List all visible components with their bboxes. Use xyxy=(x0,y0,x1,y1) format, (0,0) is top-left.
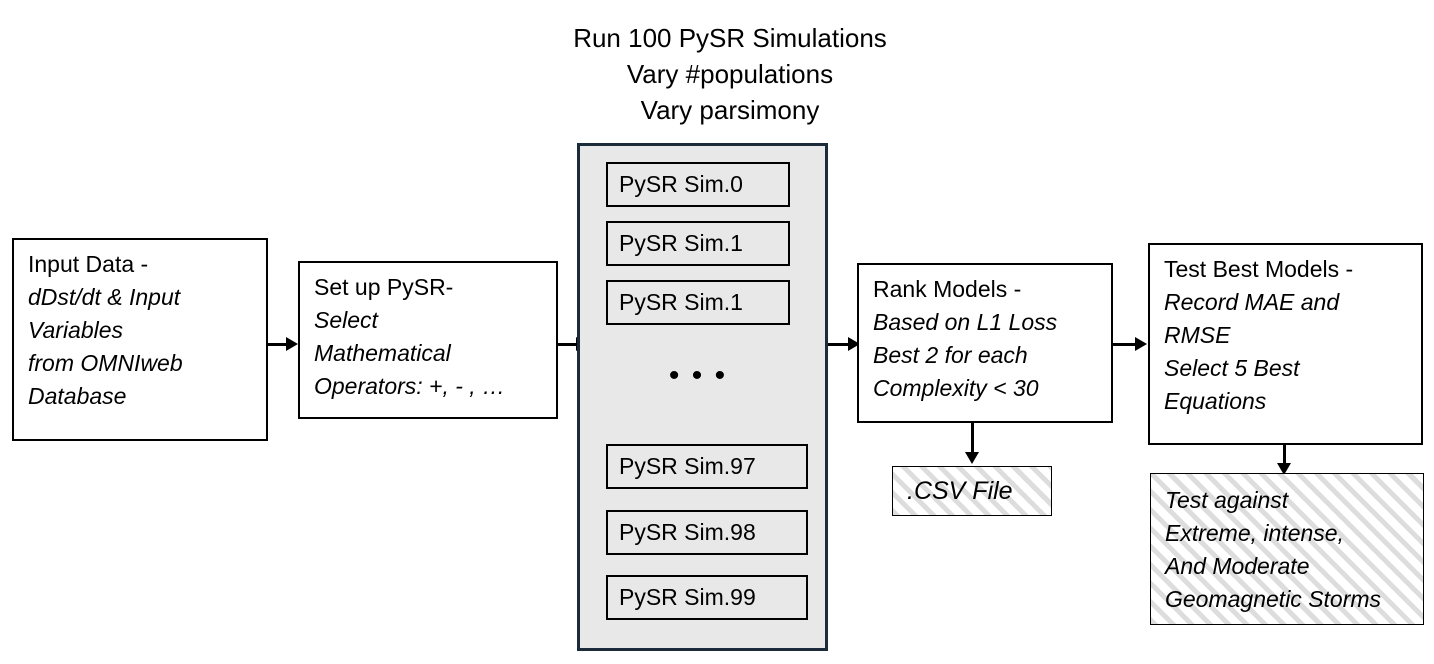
test-best-models-line-1: Record MAE and xyxy=(1164,289,1340,315)
csv-file-label: .CSV File xyxy=(907,476,1013,505)
test-best-models-line-4: Equations xyxy=(1164,388,1267,414)
setup-pysr-line-2: Mathematical xyxy=(314,340,451,366)
setup-pysr-box: Set up PySR- Select Mathematical Operato… xyxy=(298,261,558,419)
input-data-line-2: Variables xyxy=(28,317,124,343)
storm-test-box: Test against Extreme, intense, And Moder… xyxy=(1150,473,1424,625)
sim-box-98-label: PySR Sim.98 xyxy=(619,519,756,545)
arrow-rank-to-csv xyxy=(963,423,983,464)
test-best-models-line-2: RMSE xyxy=(1164,322,1231,348)
rank-models-line-1: Based on L1 Loss xyxy=(873,309,1058,335)
storm-test-line-2: Extreme, intense, xyxy=(1165,520,1344,546)
rank-models-heading: Rank Models - xyxy=(873,276,1022,302)
sim-box-97[interactable]: PySR Sim.97 xyxy=(606,444,808,489)
diagram-title: Run 100 PySR Simulations Vary #populatio… xyxy=(480,20,980,128)
csv-file-box: .CSV File xyxy=(892,466,1052,516)
simulations-ellipsis: • • • xyxy=(668,359,728,392)
storm-test-line-4: Geomagnetic Storms xyxy=(1165,586,1382,612)
setup-pysr-line-3: Operators: +, - , … xyxy=(314,373,506,399)
arrow-input-to-setup xyxy=(268,335,298,355)
sim-box-0-label: PySR Sim.0 xyxy=(619,171,743,197)
sim-box-2-label: PySR Sim.1 xyxy=(619,289,743,315)
arrow-rank-to-test xyxy=(1113,335,1147,355)
input-data-line-3: from OMNIweb xyxy=(28,350,183,376)
storm-test-line-1: Test against xyxy=(1165,487,1289,513)
storm-test-line-3: And Moderate xyxy=(1165,553,1310,579)
sim-box-99[interactable]: PySR Sim.99 xyxy=(606,575,808,620)
input-data-line-4: Database xyxy=(28,383,127,409)
input-data-heading: Input Data - xyxy=(28,251,149,277)
rank-models-box: Rank Models - Based on L1 Loss Best 2 fo… xyxy=(857,263,1113,423)
sim-box-1-label: PySR Sim.1 xyxy=(619,230,743,256)
input-data-line-1: dDst/dt & Input xyxy=(28,284,181,310)
test-best-models-heading: Test Best Models - xyxy=(1164,256,1354,282)
arrow-simulations-to-rank xyxy=(828,335,860,355)
sim-box-99-label: PySR Sim.99 xyxy=(619,584,756,610)
title-line-3: Vary parsimony xyxy=(640,95,820,125)
sim-box-98[interactable]: PySR Sim.98 xyxy=(606,510,808,555)
test-best-models-line-3: Select 5 Best xyxy=(1164,355,1300,381)
input-data-box: Input Data - dDst/dt & Input Variables f… xyxy=(12,238,268,441)
sim-box-1[interactable]: PySR Sim.1 xyxy=(606,221,790,266)
rank-models-line-2: Best 2 for each xyxy=(873,342,1028,368)
setup-pysr-heading: Set up PySR- xyxy=(314,274,454,300)
rank-models-line-3: Complexity < 30 xyxy=(873,375,1039,401)
arrow-test-to-storms xyxy=(1275,445,1295,475)
setup-pysr-line-1: Select xyxy=(314,307,378,333)
sim-box-97-label: PySR Sim.97 xyxy=(619,453,756,479)
sim-box-0[interactable]: PySR Sim.0 xyxy=(606,162,790,207)
title-line-1: Run 100 PySR Simulations xyxy=(573,23,887,53)
sim-box-2[interactable]: PySR Sim.1 xyxy=(606,280,790,325)
test-best-models-box: Test Best Models - Record MAE and RMSE S… xyxy=(1148,243,1423,445)
title-line-2: Vary #populations xyxy=(626,59,834,89)
